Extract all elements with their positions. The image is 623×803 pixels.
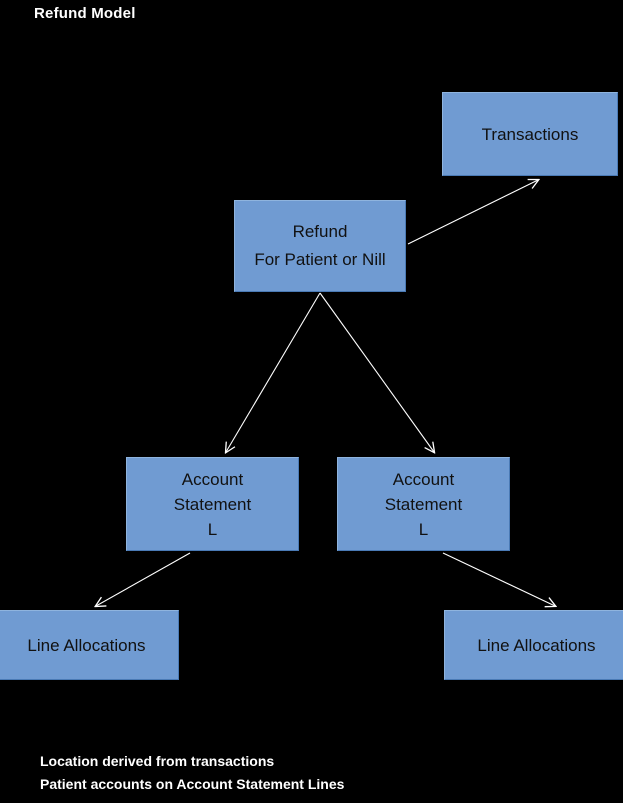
edge-account-statement-left-to-line-allocations-left (96, 552, 191, 606)
node-line-allocations-left-label: Line Allocations (27, 635, 146, 655)
node-account-statement-right-label-line-3: L (418, 519, 429, 539)
node-transactions[interactable]: Transactions (442, 92, 618, 176)
node-line-allocations-right-label: Line Allocations (477, 635, 596, 655)
diagram-title: Refund Model (34, 5, 136, 22)
node-account-statement-left-label-line-3: L (207, 519, 218, 539)
node-refund-label-line-2: For Patient or Nill (254, 250, 386, 269)
node-account-statement-right-label-line-1: Account (392, 469, 455, 489)
node-account-statement-right[interactable]: Account Statement L (337, 457, 510, 551)
edge-refund-to-account-statement-right (319, 292, 434, 452)
node-line-allocations-left[interactable]: Line Allocations (0, 610, 179, 680)
node-account-statement-left[interactable]: Account Statement L (126, 457, 299, 551)
node-refund-label-line-1: Refund (292, 222, 348, 241)
edge-refund-to-transactions (407, 180, 538, 245)
node-account-statement-right-label-line-2: Statement (384, 494, 463, 514)
node-line-allocations-right[interactable]: Line Allocations (444, 610, 623, 680)
node-transactions-label: Transactions (481, 124, 579, 144)
edge-account-statement-right-to-line-allocations-right (442, 552, 555, 606)
node-account-statement-left-label-line-1: Account (181, 469, 244, 489)
edge-refund-to-account-statement-left (226, 292, 321, 452)
node-account-statement-left-label-line-2: Statement (173, 494, 252, 514)
footer-note-line-1: Location derived from transactions (40, 753, 275, 769)
node-refund[interactable]: Refund For Patient or Nill (234, 200, 406, 292)
footer-note-line-2: Patient accounts on Account Statement Li… (40, 776, 345, 792)
